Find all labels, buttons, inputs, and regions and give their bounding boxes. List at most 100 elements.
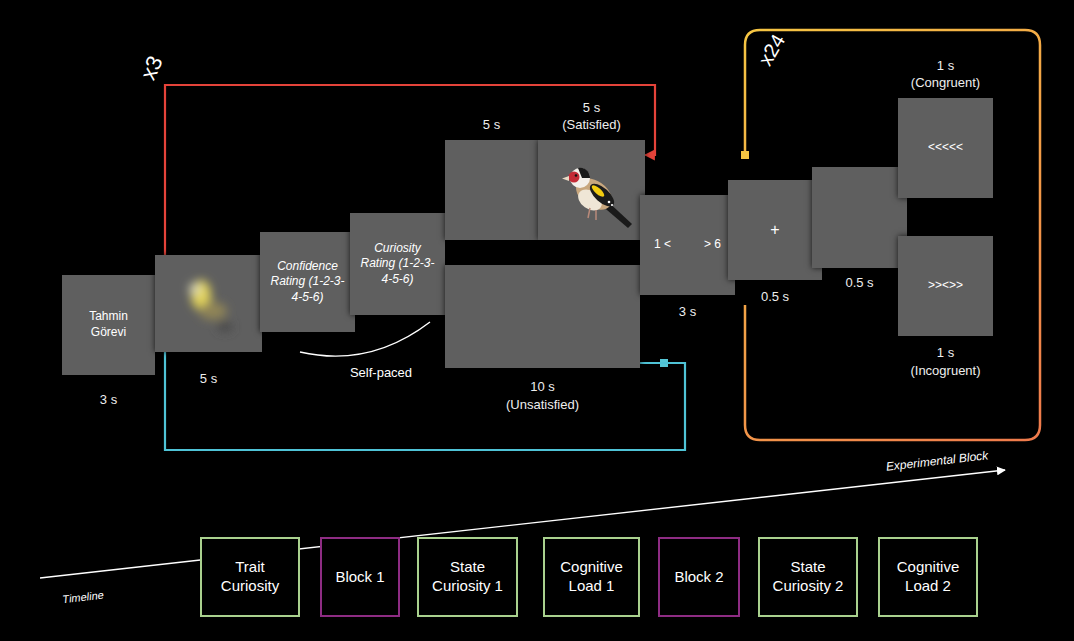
axis-label: Experimental Block (885, 448, 989, 473)
box-content: State Curiosity 2 (760, 539, 856, 615)
outside-text-group: 5 s (481, 116, 502, 134)
duration-label: 1 s (935, 57, 956, 75)
timeline-arrow (40, 470, 1005, 578)
loop-start-square (741, 151, 749, 159)
title-box: Tahmin Görevi3 s (62, 275, 155, 375)
note-label: Self-paced (350, 365, 412, 380)
box-content: Trait Curiosity (202, 539, 298, 615)
repeat-count: x3 (135, 52, 168, 84)
stimulus-box: 5 s (155, 255, 262, 352)
box-text: Block 2 (674, 568, 723, 587)
outside-text-group: 10 s(Unsatisfied) (504, 378, 581, 413)
outside-text-group: 3 s (677, 303, 698, 321)
bird-leg (595, 210, 597, 220)
box-text: 1 < (654, 237, 671, 253)
box-content: State Curiosity 1 (419, 539, 516, 615)
outside-text-group: 0.5 s (843, 274, 875, 292)
box-content (445, 140, 538, 240)
box-text: Block 1 (335, 568, 384, 587)
wait-box: 5 s (445, 140, 538, 240)
bird-wing-spot (611, 204, 613, 206)
scale-box: 1 <> 63 s (640, 195, 735, 295)
box-text: + (770, 220, 779, 241)
outside-text-group: 5 s(Satisfied) (560, 99, 623, 134)
duration-label: (Congruent) (909, 74, 982, 92)
duration-label: 0.5 s (843, 274, 875, 292)
outside-text-group: 1 s(Congruent) (909, 57, 982, 92)
box-text: Cognitive Load 2 (886, 558, 970, 596)
duration-label: (Unsatisfied) (504, 396, 581, 414)
box-content (812, 167, 907, 268)
bird-leg (588, 208, 590, 218)
box-text: Cognitive Load 1 (551, 558, 632, 596)
duration-label: 5 s (481, 116, 502, 134)
box-content (445, 265, 640, 368)
bird-wing (586, 180, 618, 210)
outside-text-group: 0.5 s (759, 288, 791, 306)
box-text: Tahmin Görevi (70, 309, 147, 340)
box-text: <<<<< (928, 140, 963, 156)
answer-box: 5 s(Satisfied) (538, 140, 645, 240)
box-content: Block 1 (322, 539, 398, 615)
box-content: Tahmin Görevi (62, 275, 155, 375)
duration-label: 5 s (198, 370, 219, 388)
questionnaire-box: State Curiosity 2 (758, 537, 858, 617)
box-content (538, 140, 645, 240)
blur-blob (199, 302, 227, 320)
duration-label: 0.5 s (759, 288, 791, 306)
blur-blob (189, 283, 201, 295)
bird-eye (575, 174, 578, 177)
blurred-bird (155, 255, 262, 352)
box-text: Trait Curiosity (208, 558, 292, 596)
box-text: >><>> (928, 278, 963, 294)
flanker-box: <<<<<1 s(Congruent) (898, 98, 993, 198)
duration-label: 10 s (528, 378, 557, 396)
box-text: > 6 (704, 237, 721, 253)
duration-label: 3 s (98, 391, 119, 409)
box-content: + (728, 180, 822, 280)
box-content: Curiosity Rating (1-2-3-4-5-6) (350, 213, 445, 315)
questionnaire-box: Trait Curiosity (200, 537, 300, 617)
box-text: Curiosity Rating (1-2-3-4-5-6) (358, 241, 437, 288)
bird-face (569, 172, 580, 183)
box-content: Block 2 (660, 539, 738, 615)
box-content: Cognitive Load 1 (545, 539, 638, 615)
flanker-box: >><>>1 s(Incogruent) (898, 236, 993, 336)
task-box: Cognitive Load 1 (543, 537, 640, 617)
goldfinch (538, 140, 645, 240)
block-box: Block 1 (320, 537, 400, 617)
box-content: >><>> (898, 236, 993, 336)
fixation-box: +0.5 s (728, 180, 822, 280)
duration-label: 1 s (935, 344, 956, 362)
questionnaire-box: State Curiosity 1 (417, 537, 518, 617)
box-content: 1 < > 6 (640, 195, 735, 295)
rating-box: Curiosity Rating (1-2-3-4-5-6) (350, 213, 445, 315)
blur-blob (217, 322, 233, 332)
bird-cap (578, 168, 590, 178)
box-content: <<<<< (898, 98, 993, 198)
axis-label: Timeline (62, 589, 105, 606)
box-text: State Curiosity 2 (766, 558, 850, 596)
duration-label: (Satisfied) (560, 116, 623, 134)
duration-label: 5 s (581, 99, 602, 117)
box-content: Cognitive Load 2 (880, 539, 976, 615)
bird-wing-spot (608, 201, 611, 204)
duration-label: 3 s (677, 303, 698, 321)
duration-label: (Incogruent) (908, 362, 982, 380)
bird-beak (562, 176, 569, 181)
box-text: State Curiosity 1 (425, 558, 510, 596)
outside-text-group: 1 s(Incogruent) (908, 344, 982, 379)
rating-box: Confidence Rating (1-2-3-4-5-6) (260, 232, 355, 332)
task-box: Cognitive Load 2 (878, 537, 978, 617)
repeat-count: x24 (754, 30, 790, 69)
outside-text-group: 3 s (98, 391, 119, 409)
blank-box: 0.5 s (812, 167, 907, 268)
box-text: Confidence Rating (1-2-3-4-5-6) (268, 259, 347, 306)
block-box: Block 2 (658, 537, 740, 617)
wait-box: 10 s(Unsatisfied) (445, 265, 640, 368)
outside-text-group: 5 s (198, 370, 219, 388)
bird-wing-bar (590, 183, 606, 198)
